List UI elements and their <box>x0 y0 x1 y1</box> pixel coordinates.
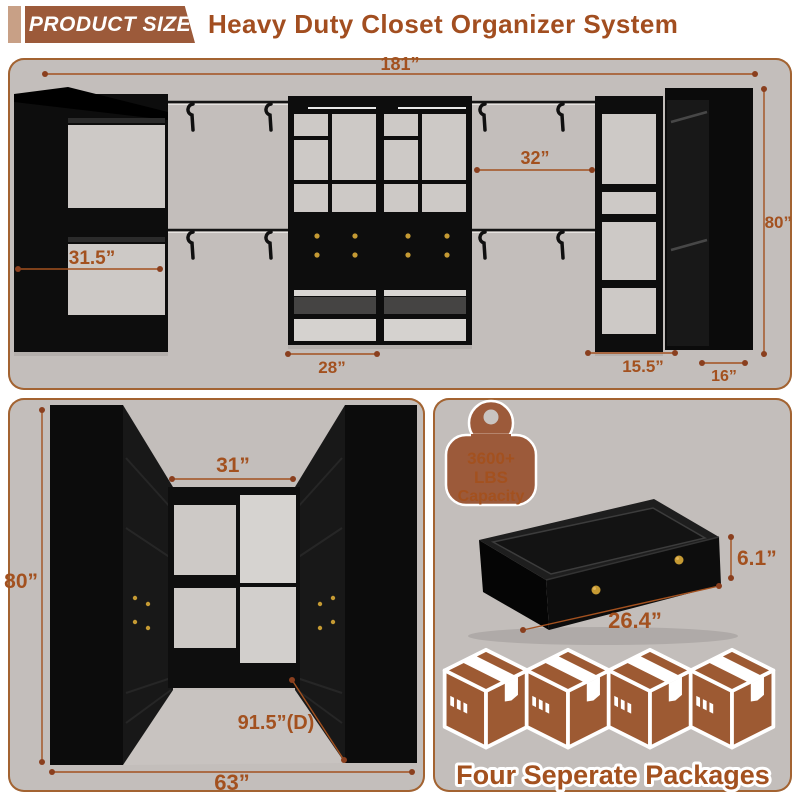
details-panel: 3600+ LBS Capacity 6.1” 26.4” <box>433 398 792 793</box>
dimension-hang-section: 32” <box>474 148 595 173</box>
right-unit-width-label: 15.5” <box>622 357 664 376</box>
package-box-icon <box>442 647 530 750</box>
walk-in-closet-diagram: 80” 31” 91.5”(D) 63” <box>4 405 417 795</box>
drawer-illustration <box>468 499 738 645</box>
product-size-badge-label: PRODUCT SIZE <box>28 12 192 36</box>
left-tower <box>50 405 173 765</box>
dimension-front-width: 63” <box>49 769 415 795</box>
capacity-line1: 3600+ <box>467 449 515 468</box>
hanger-hook-icon <box>478 230 487 260</box>
dimension-right-unit-depth: 16” <box>699 360 748 385</box>
hanger-hook-icon <box>264 230 273 260</box>
center-tower-unit <box>288 96 472 349</box>
hanger-hook-icon <box>478 102 487 132</box>
closet-elevation-panel: 181” <box>8 54 792 390</box>
hanger-hook-icon <box>556 102 565 132</box>
right-unit-depth-label: 16” <box>711 368 737 385</box>
dimension-total-height: 80” <box>761 86 792 357</box>
header: PRODUCT SIZE Heavy Duty Closet Organizer… <box>0 0 800 56</box>
hang-section-width-label: 32” <box>520 148 549 168</box>
dimension-center-unit-width: 28” <box>285 351 380 377</box>
details-diagram: 3600+ LBS Capacity 6.1” 26.4” <box>442 399 777 793</box>
capacity-line2: LBS <box>474 468 508 487</box>
hanger-hook-icon <box>186 102 195 132</box>
left-corner-unit <box>14 87 168 356</box>
package-box-icon <box>606 647 694 750</box>
drawer-height-label: 6.1” <box>737 547 777 570</box>
dimension-drawer-height: 6.1” <box>728 534 777 581</box>
package-box-icon <box>524 647 612 750</box>
center-gap-label: 31” <box>216 454 250 477</box>
package-boxes <box>442 647 776 750</box>
dimension-total-width: 181” <box>42 54 758 77</box>
walk-in-closet-panel: 80” 31” 91.5”(D) 63” <box>4 398 425 795</box>
packages-label: Four Seperate Packages <box>456 760 770 790</box>
dimension-diagonal-depth: 91.5”(D) <box>238 677 347 763</box>
right-tower <box>295 405 417 763</box>
hanging-rails <box>166 100 598 260</box>
product-size-badge: PRODUCT SIZE <box>25 6 195 43</box>
walkin-height-label: 80” <box>4 570 38 593</box>
total-width-label: 181” <box>380 54 419 74</box>
center-unit-width-label: 28” <box>318 358 345 377</box>
dimension-center-gap: 31” <box>169 454 296 482</box>
page-title: Heavy Duty Closet Organizer System <box>208 9 679 39</box>
right-corner-unit <box>595 88 753 356</box>
dimension-drawer-width: 26.4” <box>520 583 722 633</box>
hanger-hook-icon <box>186 230 195 260</box>
drawer-width-label: 26.4” <box>608 608 662 633</box>
front-width-label: 63” <box>214 770 249 795</box>
center-back-unit <box>168 487 300 688</box>
package-box-icon <box>688 647 776 750</box>
closet-floor <box>123 690 345 765</box>
header-accent-stripe <box>8 6 21 43</box>
left-shelf-width-label: 31.5” <box>69 248 115 269</box>
hanger-hook-icon <box>556 230 565 260</box>
dimension-walkin-height: 80” <box>4 407 45 765</box>
capacity-badge-icon: 3600+ LBS Capacity <box>444 399 538 507</box>
total-height-label: 80” <box>765 213 792 232</box>
capacity-line3: Capacity <box>458 488 525 505</box>
dimension-left-shelf-width: 31.5” <box>15 248 163 272</box>
hanger-hook-icon <box>264 102 273 132</box>
diagonal-depth-label: 91.5”(D) <box>238 712 315 734</box>
closet-elevation-diagram: 181” <box>14 54 792 385</box>
dimension-right-unit-width: 15.5” <box>585 350 678 376</box>
